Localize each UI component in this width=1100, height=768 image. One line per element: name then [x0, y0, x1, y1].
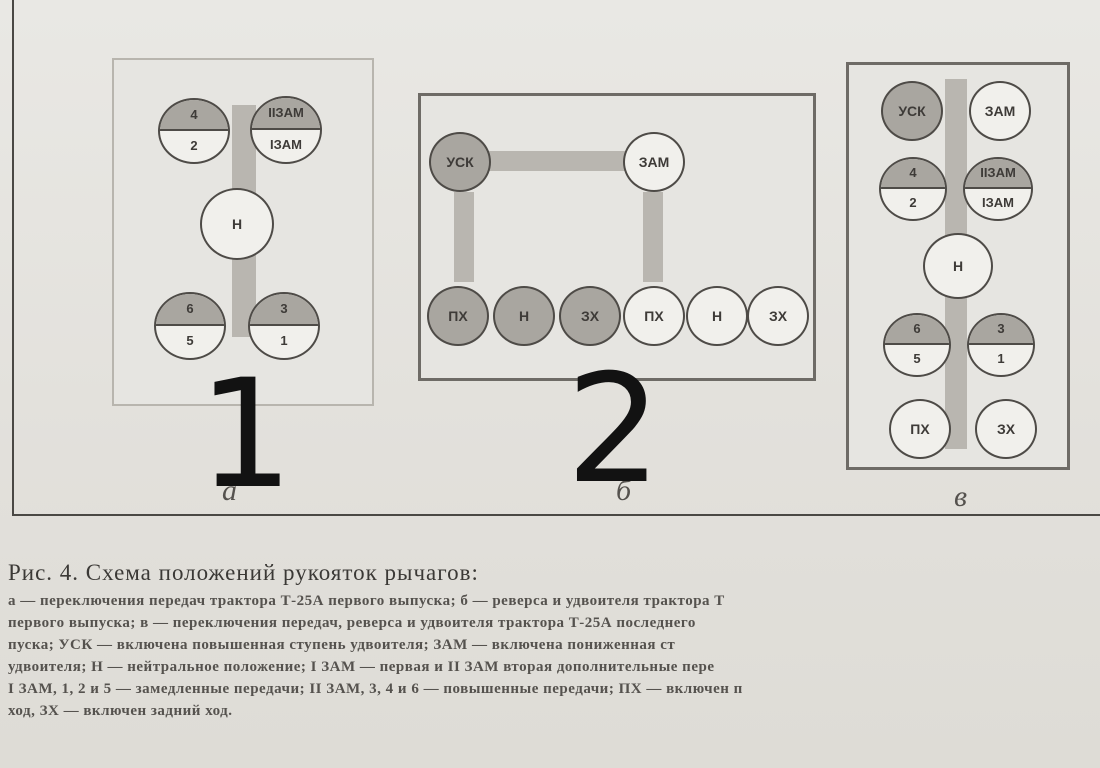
caption-line: I ЗАМ, 1, 2 и 5 — замедленные передачи; … — [8, 681, 743, 697]
gate-slot-top — [481, 151, 631, 171]
knob-zx-1: ЗХ — [559, 286, 621, 346]
knob-neutral: Н — [923, 233, 993, 299]
knob-zam: ЗАМ — [623, 132, 685, 192]
gate-slot-right — [643, 192, 663, 282]
knob-usk: УСК — [881, 81, 943, 141]
knob-zam: ЗАМ — [969, 81, 1031, 141]
caption-line: ход, ЗХ — включен задний ход. — [8, 703, 233, 719]
figure-caption: Рис. 4. Схема положений рукояток рычагов… — [8, 560, 1098, 722]
handwritten-number-2: 2 — [566, 343, 662, 517]
knob-px: ПХ — [889, 399, 951, 459]
knob-usk: УСК — [429, 132, 491, 192]
panel-c-letter: в — [954, 480, 968, 513]
scheme-panel-b: УСК ЗАМ ПХ Н ЗХ ПХ Н ЗХ — [418, 93, 816, 381]
knob-px-1: ПХ — [427, 286, 489, 346]
caption-line: удвоителя; Н — нейтральное положение; I … — [8, 659, 715, 675]
knob-n-2: Н — [686, 286, 748, 346]
knob-px-2: ПХ — [623, 286, 685, 346]
panel-b-letter: б — [616, 474, 632, 507]
knob-neutral: Н — [200, 188, 274, 260]
figure-frame — [12, 0, 1100, 516]
caption-line: пуска; УСК — включена повышенная ступень… — [8, 637, 676, 653]
caption-line: первого выпуска; в — переключения переда… — [8, 615, 696, 631]
panel-a-letter: а — [222, 474, 237, 507]
knob-zx: ЗХ — [975, 399, 1037, 459]
caption-title: Рис. 4. Схема положений рукояток рычагов… — [8, 560, 479, 585]
knob-zx-2: ЗХ — [747, 286, 809, 346]
knob-n-1: Н — [493, 286, 555, 346]
gate-slot-left — [454, 192, 474, 282]
caption-line: а — переключения передач трактора Т-25А … — [8, 593, 725, 609]
handwritten-number-1: 1 — [198, 348, 294, 522]
